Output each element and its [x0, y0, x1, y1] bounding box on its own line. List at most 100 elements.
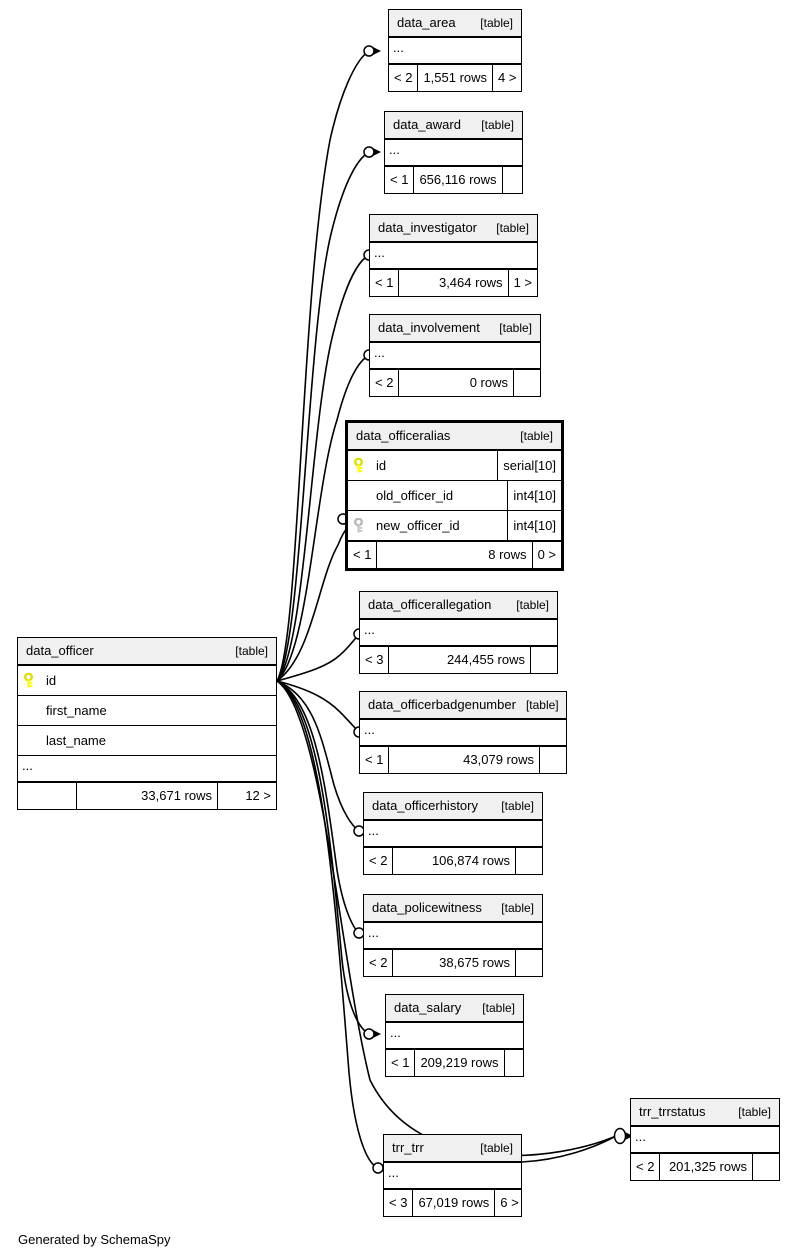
table-node-trr_trr[interactable]: trr_trr [table] ... < 3 67,019 rows 6 >	[383, 1134, 522, 1217]
parent-count: < 3	[389, 1195, 408, 1210]
table-node-data_policewitness[interactable]: data_policewitness [table] ... < 2 38,67…	[363, 894, 543, 977]
table-node-data_salary[interactable]: data_salary [table] ... < 1 209,219 rows	[385, 994, 524, 1077]
table-node-data_officerbadgenumber[interactable]: data_officerbadgenumber [table] ... < 1 …	[359, 691, 567, 774]
table-name: data_area	[397, 15, 456, 30]
table-name: data_investigator	[378, 220, 478, 235]
row-count: 33,671 rows	[76, 783, 218, 809]
edge-officer-policewitness	[276, 680, 360, 934]
table-column-row[interactable]: id	[18, 666, 276, 696]
edge-officer-salary	[276, 680, 370, 1035]
row-count: 209,219 rows	[414, 1050, 505, 1076]
column-name: id	[376, 457, 387, 473]
table-node-data_officeralias[interactable]: data_officeralias [table] id serial[10]	[345, 420, 564, 571]
table-node-trr_trrstatus[interactable]: trr_trrstatus [table] ... < 2 201,325 ro…	[630, 1098, 780, 1181]
column-type: int4[10]	[507, 481, 561, 510]
table-columns-ellipsis: ...	[384, 1163, 521, 1189]
table-type: [table]	[738, 1105, 771, 1119]
table-header: data_policewitness [table]	[364, 895, 542, 923]
table-type: [table]	[496, 221, 529, 235]
child-count: 1 >	[513, 275, 532, 290]
table-header: data_salary [table]	[386, 995, 523, 1023]
child-count: 12 >	[245, 788, 271, 803]
child-count	[503, 167, 529, 193]
row-count: 0 rows	[398, 370, 514, 396]
table-type: [table]	[525, 698, 559, 712]
table-column-row[interactable]: new_officer_id int4[10]	[348, 511, 561, 541]
table-name: data_officerhistory	[372, 798, 478, 813]
primary-key-icon	[354, 457, 368, 474]
table-columns-ellipsis: ...	[364, 923, 542, 949]
row-count: 106,874 rows	[392, 848, 516, 874]
table-name: data_officer	[26, 643, 94, 658]
table-footer: < 1 8 rows 0 >	[348, 541, 561, 568]
table-name: data_officeralias	[356, 428, 451, 443]
table-header: trr_trrstatus [table]	[631, 1099, 779, 1127]
table-footer: < 2 0 rows	[370, 369, 540, 396]
parent-count: < 2	[636, 1159, 655, 1174]
column-name-cell: old_officer_id	[348, 481, 507, 511]
edge-trrtrr-trrstatus	[521, 1135, 617, 1163]
table-columns-ellipsis: ...	[389, 38, 521, 64]
table-columns-ellipsis: ...	[631, 1127, 779, 1153]
row-count: 8 rows	[376, 542, 533, 568]
parent-count: < 1	[353, 547, 372, 562]
child-count: 4 >	[498, 70, 517, 85]
no-key-icon	[24, 703, 38, 719]
edge-officer-officerallegation	[276, 633, 360, 682]
table-type: [table]	[235, 644, 268, 658]
table-header: data_officerbadgenumber [table]	[360, 692, 566, 720]
parent-count: < 1	[391, 1055, 410, 1070]
table-header: data_officer [table]	[18, 638, 276, 666]
table-name: trr_trr	[392, 1140, 424, 1155]
table-footer: < 2 1,551 rows 4 >	[389, 64, 521, 91]
generated-by-credit: Generated by SchemaSpy	[18, 1232, 171, 1247]
table-columns-ellipsis: ...	[370, 243, 537, 269]
table-node-data_area[interactable]: data_area [table] ... < 2 1,551 rows 4 >	[388, 9, 522, 92]
table-header: data_officerallegation [table]	[360, 592, 557, 620]
table-node-data_officer[interactable]: data_officer [table] id first_name	[17, 637, 277, 810]
table-columns-ellipsis: ...	[364, 821, 542, 847]
table-node-data_investigator[interactable]: data_investigator [table] ... < 1 3,464 …	[369, 214, 538, 297]
table-columns-ellipsis: ...	[360, 720, 566, 746]
parent-count: < 1	[390, 172, 409, 187]
parent-count: < 2	[375, 375, 394, 390]
table-node-data_officerallegation[interactable]: data_officerallegation [table] ... < 3 2…	[359, 591, 558, 674]
table-node-data_officerhistory[interactable]: data_officerhistory [table] ... < 2 106,…	[363, 792, 543, 875]
table-name: data_officerallegation	[368, 597, 492, 612]
table-type: [table]	[480, 16, 513, 30]
table-name: data_policewitness	[372, 900, 482, 915]
column-type: int4[10]	[507, 511, 561, 540]
parent-count: < 3	[365, 652, 384, 667]
column-name-cell: new_officer_id	[348, 511, 507, 541]
table-column-row[interactable]: old_officer_id int4[10]	[348, 481, 561, 511]
no-key-icon	[24, 733, 38, 749]
row-count: 38,675 rows	[392, 950, 516, 976]
parent-count: < 2	[369, 955, 388, 970]
table-type: [table]	[516, 598, 549, 612]
edge-officer-badgenumber	[276, 680, 360, 733]
table-columns-ellipsis: ...	[370, 343, 540, 369]
table-columns-ellipsis: ...	[18, 756, 276, 782]
table-column-row[interactable]: id serial[10]	[348, 451, 561, 481]
edge-officer-area	[276, 50, 370, 682]
table-type: [table]	[481, 118, 514, 132]
parent-count: < 2	[369, 853, 388, 868]
table-footer: < 2 106,874 rows	[364, 847, 542, 874]
table-node-data_involvement[interactable]: data_involvement [table] ... < 2 0 rows	[369, 314, 541, 397]
table-type: [table]	[501, 799, 534, 813]
parent-count: < 1	[375, 275, 394, 290]
primary-key-icon	[24, 672, 38, 689]
table-column-row[interactable]: last_name	[18, 726, 276, 756]
row-count: 3,464 rows	[398, 270, 509, 296]
table-node-data_award[interactable]: data_award [table] ... < 1 656,116 rows	[384, 111, 523, 194]
table-footer: < 2 201,325 rows	[631, 1153, 779, 1180]
table-header: trr_trr [table]	[384, 1135, 521, 1163]
no-key-icon	[354, 488, 368, 504]
table-column-row[interactable]: first_name	[18, 696, 276, 726]
column-name: old_officer_id	[376, 487, 454, 503]
child-count	[516, 848, 542, 874]
table-footer: < 2 38,675 rows	[364, 949, 542, 976]
table-footer: < 1 656,116 rows	[385, 166, 522, 193]
row-count: 201,325 rows	[659, 1154, 753, 1180]
